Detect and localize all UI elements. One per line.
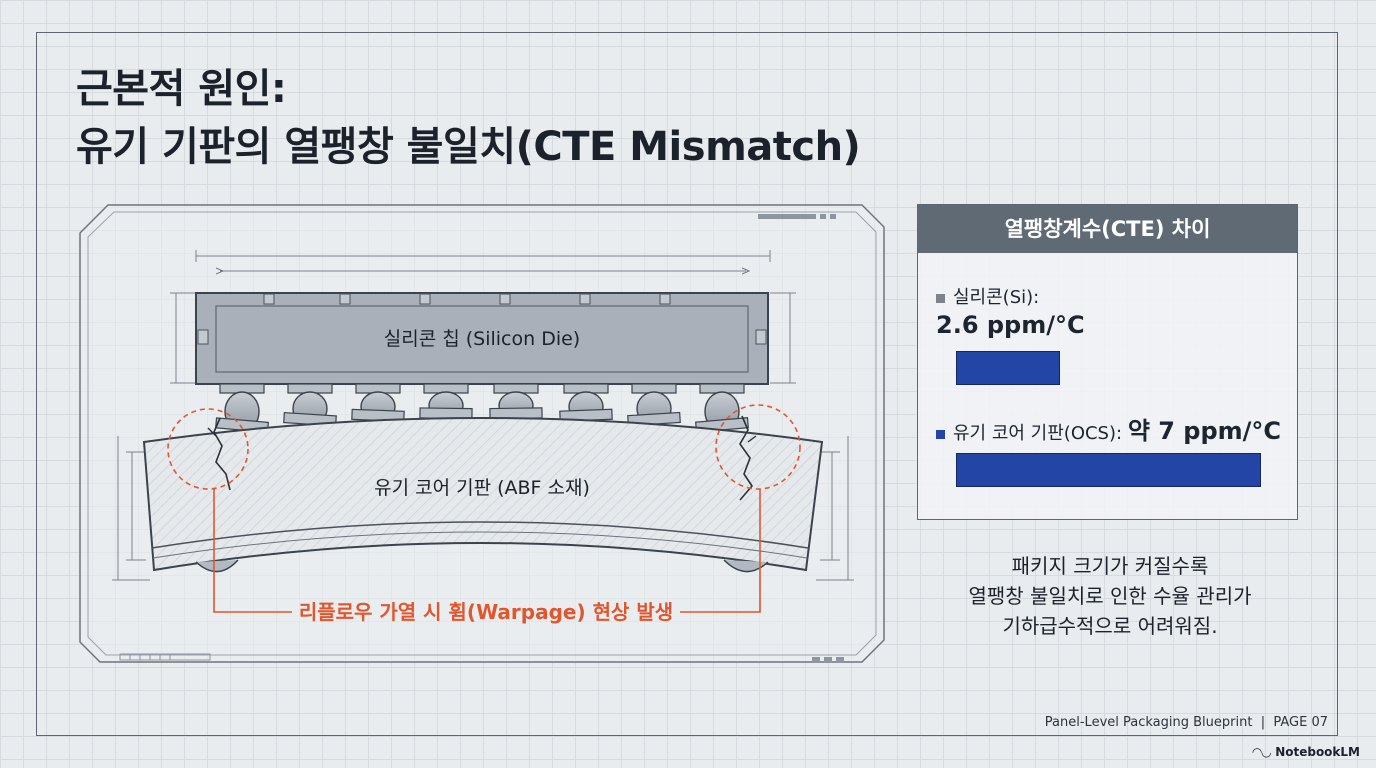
organic-substrate [142,417,824,572]
crack-right-branch [747,435,757,443]
outer-frame [36,32,1338,736]
silicon-die-inner [215,305,749,373]
crack-left [213,417,231,491]
organic-value: 약 7 ppm/°C [1127,417,1282,445]
silicon-die [195,292,769,385]
notebook-icon: ◠◡ [1252,745,1276,759]
note-line-3: 기하급수적으로 어려워짐. [1002,614,1218,638]
frame-deco-bottom-left [119,653,211,661]
organic-cte-bar [956,453,1261,487]
die-edge-pads [197,293,767,345]
substrate-lower-layer-2 [152,531,808,559]
frame-deco-bottom-right [812,657,844,663]
silicon-label: 실리콘(Si): [953,287,1040,308]
organic-label: 유기 코어 기판(OCS): [953,423,1123,444]
note-line-2: 열팽창 불일치로 인한 수율 관리가 [968,584,1252,608]
page-footer: Panel-Level Packaging Blueprint | PAGE 0… [1044,715,1328,730]
silicon-cte-bar [956,351,1061,385]
crack-right [739,415,754,501]
cte-panel-header: 열팽창계수(CTE) 차이 [918,205,1297,253]
warpage-leader-right [680,489,761,613]
organic-legend-square-icon [936,429,945,439]
brand-logo: ◠◡ NotebookLM [1253,745,1360,759]
silicon-label-row: 실리콘(Si): [936,283,1039,309]
title-line-1: 근본적 원인: [76,66,287,112]
frame-deco-top-right [758,214,836,219]
organic-label-row: 유기 코어 기판(OCS): 약 7 ppm/°C [936,411,1281,446]
bump-bottom-pad [419,407,473,420]
bottom-ball-left [195,559,239,573]
dimension-lines [112,250,854,581]
title-line-2: 유기 기판의 열팽창 불일치(CTE Mismatch) [76,124,861,170]
cte-panel: 열팽창계수(CTE) 차이 실리콘(Si): 2.6 ppm/°C 유기 코어 … [917,204,1298,520]
chip-label: 실리콘 칩 (Silicon Die) [384,328,580,350]
bottom-ball-right [723,559,769,573]
warpage-leader-left [213,489,292,613]
silicon-legend-square-icon [936,293,945,303]
diagram-frame-inner [87,211,877,656]
bump-bottom-pad [489,407,543,420]
note-line-1: 패키지 크기가 커질수록 [1011,554,1209,578]
brand-name: NotebookLM [1275,745,1360,759]
crack-left-branch [207,427,217,437]
substrate-label: 유기 코어 기판 (ABF 소재) [374,477,590,499]
stress-circle-left [167,408,249,490]
silicon-value: 2.6 ppm/°C [936,311,1085,339]
warpage-label: 리플로우 가열 시 휨(Warpage) 현상 발생 [299,600,673,624]
page-title: 근본적 원인: 유기 기판의 열팽창 불일치(CTE Mismatch) [76,60,861,176]
yield-note: 패키지 크기가 커질수록 열팽창 불일치로 인한 수율 관리가 기하급수적으로 … [920,551,1300,641]
substrate-lower-layer [151,521,809,549]
stress-circle-right [715,404,801,490]
